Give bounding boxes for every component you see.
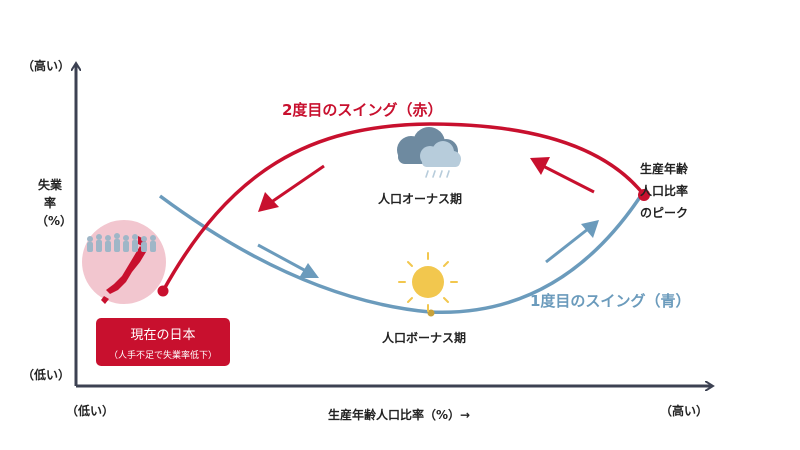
x-axis-low-label: （低い） — [66, 404, 115, 418]
japan-callout: 現在の日本 （人手不足で失業率低下） — [96, 318, 230, 366]
blue-swing-label: 1度目のスイング（青） — [530, 292, 691, 310]
blue-curve-bottom-dot — [427, 309, 435, 317]
peak-label-line-3: のピーク — [640, 206, 689, 220]
japan-current-dot — [157, 285, 169, 297]
peak-label-line-1: 生産年齢 — [640, 162, 689, 176]
japan-callout-subtitle: （人手不足で失業率低下） — [108, 351, 217, 361]
blue-arrow-down — [257, 243, 319, 278]
red-arrow-left-down — [258, 164, 325, 212]
rain-cloud-icon — [397, 127, 461, 178]
y-axis-low-label: （低い） — [22, 368, 71, 382]
red-arrow-left-up — [530, 157, 595, 194]
sun-icon — [398, 252, 458, 312]
y-axis-high-label: （高い） — [22, 59, 71, 73]
japan-map-icon — [82, 220, 166, 304]
peak-label-line-2: 人口比率 — [640, 184, 689, 198]
peak-label: 生産年齢 人口比率 のピーク — [640, 158, 688, 224]
x-axis-title: 生産年齢人口比率（%）→ — [328, 408, 471, 422]
onus-phase-label: 人口オーナス期 — [378, 192, 463, 206]
bonus-phase-label: 人口ボーナス期 — [382, 331, 467, 345]
red-swing-label: 2度目のスイング（赤） — [282, 101, 443, 119]
x-axis-high-label: （高い） — [660, 404, 709, 418]
y-axis-title-line-2: （%） — [36, 214, 73, 228]
crowd-icon — [87, 233, 156, 252]
blue-arrow-up — [545, 220, 599, 264]
y-axis-title-line-1: 失業率 — [37, 178, 62, 210]
y-axis-title: 失業率 （%） — [36, 176, 73, 230]
red-swing-curve — [161, 122, 646, 292]
peak-dot — [638, 189, 650, 201]
japan-callout-title: 現在の日本 — [130, 328, 196, 343]
